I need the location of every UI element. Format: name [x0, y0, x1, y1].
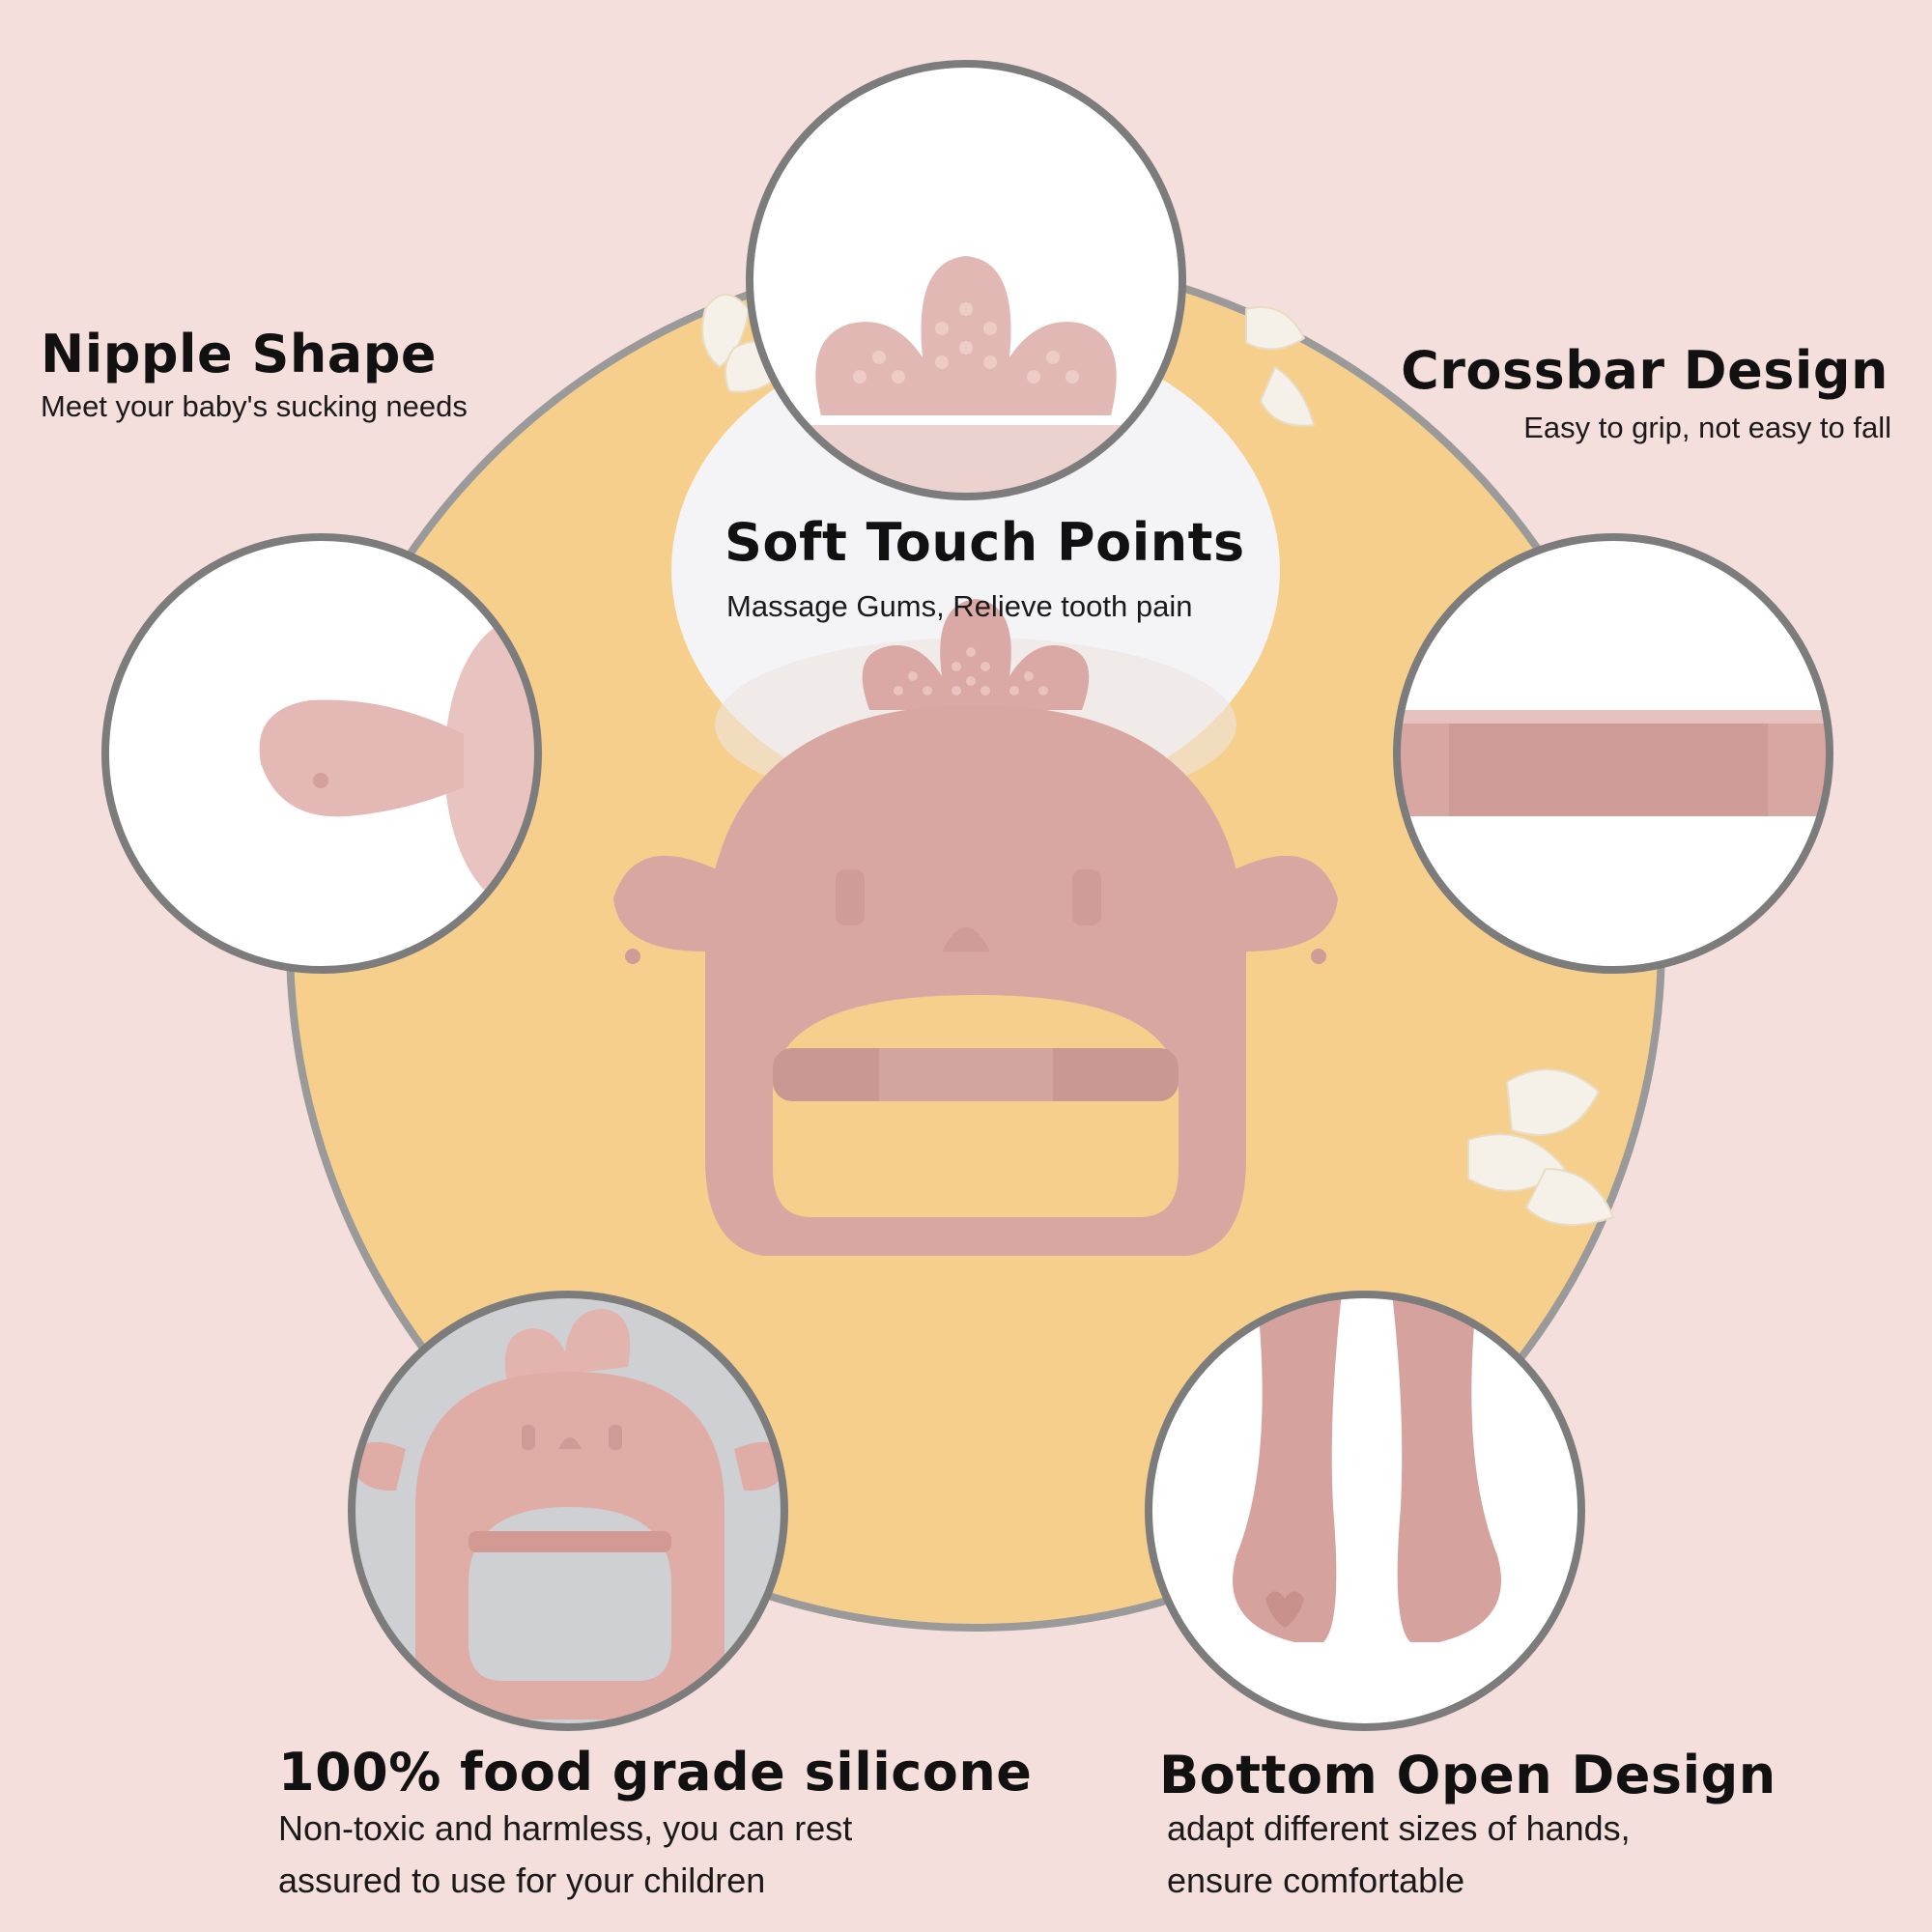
- bottom-open-design-circle: [1145, 1291, 1585, 1731]
- bottom-open-design-subtitle-line2: ensure comfortable: [1167, 1861, 1465, 1900]
- soft-touch-points-subtitle: Massage Gums, Relieve tooth pain: [726, 589, 1193, 623]
- food-grade-silicone-circle: [348, 1291, 788, 1731]
- crossbar-design-subtitle: Easy to grip, not easy to fall: [1523, 411, 1891, 444]
- bottom-open-design-title: Bottom Open Design: [1159, 1745, 1776, 1805]
- crossbar-design-circle: [1393, 533, 1833, 974]
- soft-touch-points-title: Soft Touch Points: [724, 512, 1245, 573]
- food-grade-silicone-subtitle-line2: assured to use for your children: [278, 1861, 766, 1900]
- food-grade-silicone-subtitle-line1: Non-toxic and harmless, you can rest: [278, 1808, 853, 1848]
- nipple-shape-subtitle: Meet your baby's sucking needs: [41, 389, 468, 423]
- teether-product: [613, 599, 1338, 1256]
- nipple-shape-title: Nipple Shape: [41, 324, 437, 384]
- crossbar-design-title: Crossbar Design: [1401, 340, 1889, 401]
- food-grade-silicone-title: 100% food grade silicone: [278, 1742, 1033, 1803]
- nipple-shape-circle: [101, 533, 542, 974]
- bottom-open-design-subtitle-line1: adapt different sizes of hands,: [1167, 1808, 1631, 1848]
- soft-touch-points-circle: [746, 60, 1186, 500]
